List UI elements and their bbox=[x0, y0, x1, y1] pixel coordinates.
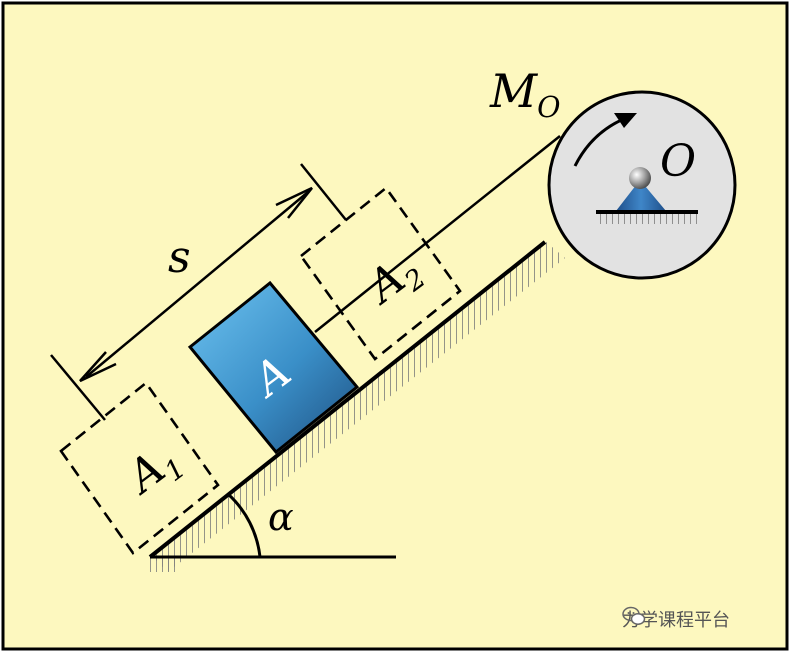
incline-hatching bbox=[152, 241, 565, 572]
dimension-extension-left bbox=[50, 354, 106, 421]
incline-surface bbox=[148, 240, 547, 559]
position-a1-outline bbox=[59, 381, 220, 555]
moment-label-sub: O bbox=[537, 90, 561, 124]
pivot-label: O bbox=[660, 136, 697, 187]
wechat-icon bbox=[622, 606, 646, 625]
dimension-arrow-left bbox=[79, 351, 117, 383]
watermark: 力学课程平台 bbox=[622, 606, 730, 632]
dimension-line-s bbox=[85, 191, 309, 378]
pivot-support bbox=[616, 180, 666, 211]
angle-label: α bbox=[268, 495, 294, 539]
position-a2-outline bbox=[299, 186, 462, 361]
rope bbox=[314, 135, 561, 333]
support-hatching bbox=[596, 214, 698, 224]
dimension-extension-right bbox=[300, 163, 347, 221]
moment-label-main: M bbox=[490, 64, 538, 118]
angle-arc bbox=[226, 492, 262, 558]
pivot-pin bbox=[629, 167, 651, 189]
dimension-arrow-right bbox=[275, 186, 313, 219]
ground-hatching bbox=[150, 558, 180, 572]
block-a bbox=[187, 280, 360, 455]
distance-label: s bbox=[168, 232, 191, 283]
moment-label: MO bbox=[490, 68, 561, 122]
moment-arrowhead bbox=[614, 113, 637, 128]
watermark-text: 力学课程平台 bbox=[622, 610, 730, 631]
